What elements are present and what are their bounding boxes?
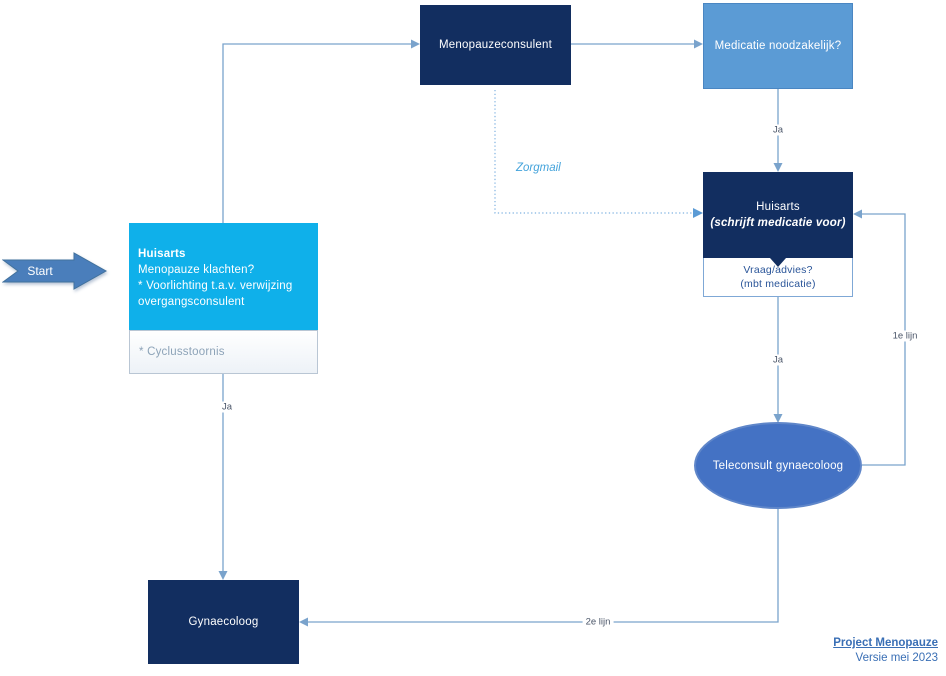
edge-label-ja-medicatie: Ja — [769, 124, 787, 136]
huisarts-intake-body: Huisarts Menopauze klachten? * Voorlicht… — [129, 223, 318, 330]
start-label: Start — [27, 264, 53, 278]
edge-label-eerste-lijn: 1e lijn — [889, 330, 921, 342]
huisarts-intake-title: Huisarts — [138, 248, 186, 260]
huisarts-medicatie-title: Huisarts — [756, 201, 800, 213]
project-title-link[interactable]: Project Menopauze — [833, 637, 938, 649]
node-teleconsult-gynaecoloog: Teleconsult gynaecoloog — [694, 422, 862, 509]
edge-label-ja-gynaecoloog: Ja — [218, 401, 236, 413]
connector-zorgmail-dotted — [494, 90, 703, 218]
edge-label-zorgmail: Zorgmail — [516, 162, 561, 174]
huisarts-medicatie-subtitle: (schrijft medicatie voor) — [710, 217, 846, 229]
huisarts-intake-note: * Cyclusstoornis — [129, 330, 318, 374]
footer: Project Menopauze Versie mei 2023 — [833, 636, 938, 666]
edge-label-tweede-lijn: 2e lijn — [582, 616, 614, 628]
edge-label-ja-teleconsult: Ja — [769, 354, 787, 366]
huisarts-medicatie-body: Huisarts (schrijft medicatie voor) — [703, 172, 853, 267]
huisarts-intake-line2: * Voorlichting t.a.v. verwijzing overgan… — [138, 280, 293, 308]
vraag-advies-line1: Vraag/advies? — [743, 264, 813, 276]
huisarts-intake-line1: Menopauze klachten? — [138, 264, 255, 276]
connector-consulent-to-medicatie — [571, 39, 703, 49]
node-medicatie-noodzakelijk: Medicatie noodzakelijk? — [703, 3, 853, 89]
node-huisarts-intake: Huisarts Menopauze klachten? * Voorlicht… — [129, 223, 318, 374]
vraag-advies-line2: (mbt medicatie) — [740, 278, 816, 290]
start-arrow-icon — [1, 252, 108, 290]
version-text: Versie mei 2023 — [855, 652, 938, 664]
node-gynaecoloog: Gynaecoloog — [148, 580, 299, 664]
node-menopauzeconsulent: Menopauzeconsulent — [420, 5, 571, 85]
connector-teleconsult-to-gynaecoloog — [299, 508, 779, 627]
connector-intake-to-consulent — [222, 39, 420, 223]
down-arrow-icon — [770, 258, 786, 267]
node-huisarts-medicatie: Huisarts (schrijft medicatie voor) Vraag… — [703, 172, 853, 297]
start-arrow-shape: Start — [1, 252, 108, 294]
